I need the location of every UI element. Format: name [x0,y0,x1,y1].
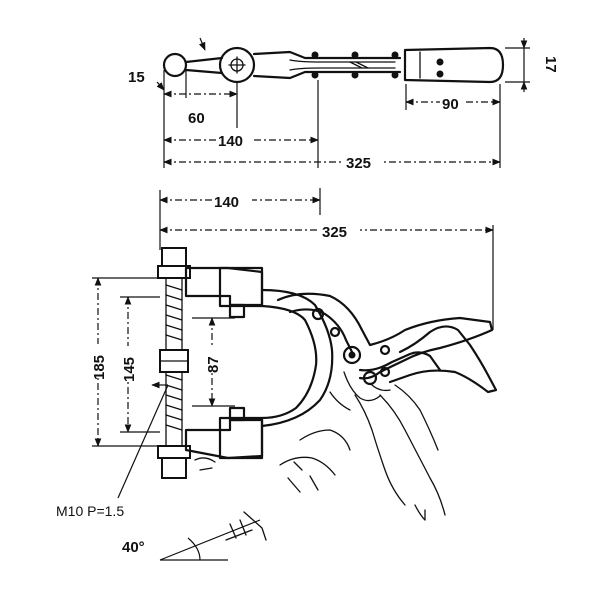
angle-indicator: 40° [122,511,267,561]
dim-17-label: 17 [542,56,559,73]
dim-140-side-label: 140 [214,194,239,211]
plier-body [194,292,498,521]
clamp-screw [157,247,191,479]
upper-frame [184,266,264,307]
dim-87-label: 87 [205,356,222,373]
c-frame [260,288,334,428]
side-view: 140 325 185 145 87 [56,188,498,561]
thread-label: M10 P=1.5 [56,503,124,519]
end-ring [162,52,188,78]
dim-90-label: 90 [442,96,459,113]
angle-label: 40° [122,539,145,556]
dim-15-label: 15 [128,69,145,86]
lower-frame [184,418,264,460]
dim-60-label: 60 [188,110,205,127]
dim-140-top-label: 140 [218,133,243,150]
dim-325-side-label: 325 [322,224,347,241]
dim-185-label: 185 [91,355,108,380]
top-view: 15 60 140 325 90 17 [128,37,559,172]
dim-145-label: 145 [121,357,138,382]
handle-grip [403,46,505,84]
dim-325-top-label: 325 [346,155,371,172]
